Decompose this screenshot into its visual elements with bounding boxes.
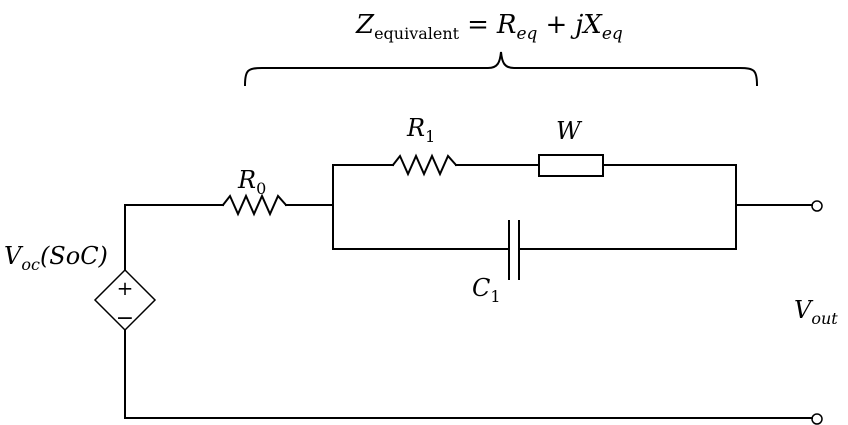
resistor-r0 — [221, 193, 288, 217]
resistor-r1 — [391, 153, 458, 177]
label-c1: C1 — [472, 274, 501, 306]
source-minus-sign: − — [116, 306, 134, 331]
terminal-bottom — [811, 413, 823, 425]
label-r0: R0 — [237, 166, 266, 198]
wire-ground-return — [124, 329, 813, 419]
label-vout: Vout — [794, 296, 838, 328]
impedance-brace — [243, 51, 759, 87]
impedance-equation: Zequivalent=Req+jXeq — [355, 10, 623, 44]
label-voc: Voc(SoC) — [4, 242, 108, 274]
label-r1: R1 — [406, 114, 435, 146]
source-plus-sign: + — [117, 276, 134, 300]
warburg-element — [538, 154, 604, 177]
label-w: W — [556, 117, 583, 145]
terminal-top — [811, 200, 823, 212]
wire-source-to-r0 — [124, 204, 224, 271]
